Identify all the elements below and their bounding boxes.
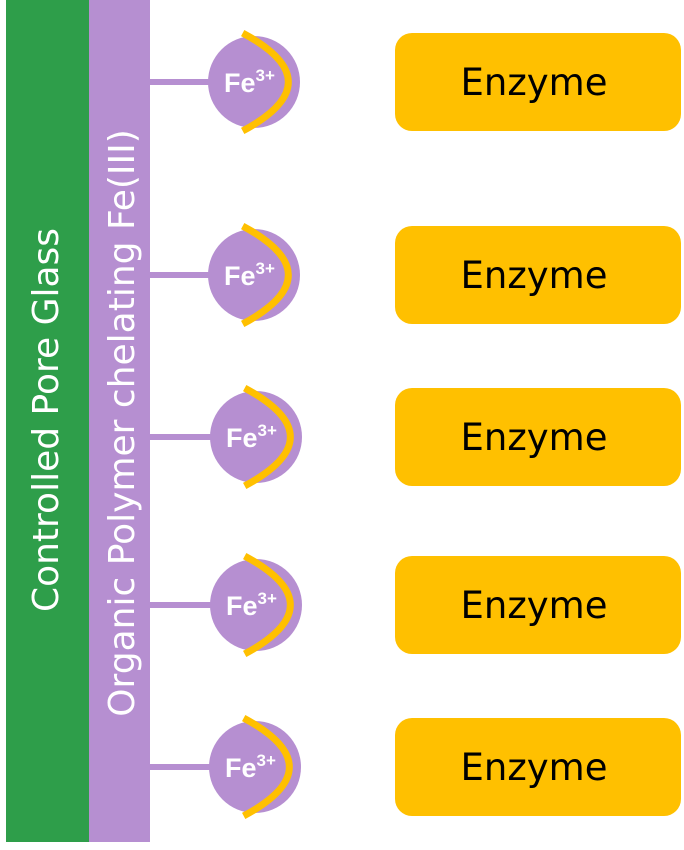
enzyme-label: Enzyme (461, 746, 608, 789)
coordination-arc (243, 552, 294, 658)
enzyme-box (395, 33, 681, 131)
fe-ion-label: Fe3+ (226, 421, 277, 453)
coordination-arc (241, 29, 292, 135)
enzyme-label: Enzyme (461, 61, 608, 104)
enzyme-box (395, 226, 681, 324)
fe-ion-charge: 3+ (257, 751, 276, 770)
enzyme-label: Enzyme (461, 416, 608, 459)
enzyme-box (395, 556, 681, 654)
fe-ion-charge: 3+ (258, 421, 277, 440)
enzyme-box (395, 718, 681, 816)
binding-unit: Fe3+ Enzyme (150, 29, 681, 135)
organic-polymer-label: Organic Polymer chelating Fe(III) (102, 129, 143, 717)
fe-ion-charge: 3+ (256, 259, 275, 278)
fe-ion-symbol: Fe (226, 591, 258, 621)
fe-ion-charge: 3+ (258, 589, 277, 608)
organic-polymer-bar (89, 0, 150, 842)
binding-unit: Fe3+ Enzyme (150, 384, 681, 490)
enzyme-label: Enzyme (461, 254, 608, 297)
fe-ion-label: Fe3+ (226, 589, 277, 621)
coordination-arc (242, 714, 293, 820)
controlled-pore-glass-bar (6, 0, 89, 842)
coordination-arc (243, 384, 294, 490)
controlled-pore-glass-label: Controlled Pore Glass (26, 228, 67, 612)
coordination-arc (241, 222, 292, 328)
fe-ion-symbol: Fe (225, 753, 257, 783)
fe-ion-charge: 3+ (256, 66, 275, 85)
binding-unit: Fe3+ Enzyme (150, 552, 681, 658)
fe-ion-symbol: Fe (224, 261, 256, 291)
enzyme-box (395, 388, 681, 486)
fe-ion-label: Fe3+ (224, 66, 275, 98)
binding-unit: Fe3+ Enzyme (150, 714, 681, 820)
fe-ion-symbol: Fe (226, 423, 258, 453)
enzyme-label: Enzyme (461, 584, 608, 627)
fe-ion-symbol: Fe (224, 68, 256, 98)
binding-units: Fe3+EnzymeFe3+EnzymeFe3+EnzymeFe3+Enzyme… (150, 29, 681, 820)
fe-ion-label: Fe3+ (224, 259, 275, 291)
binding-unit: Fe3+ Enzyme (150, 222, 681, 328)
fe-ion-label: Fe3+ (225, 751, 276, 783)
